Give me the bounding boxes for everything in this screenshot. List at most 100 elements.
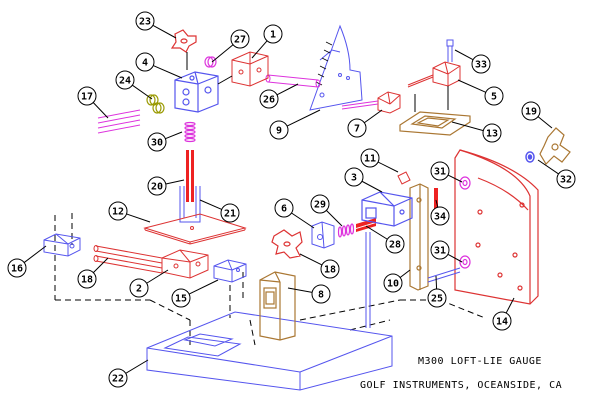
callout-circle-c25 [427, 288, 447, 308]
callout-circle-c13 [482, 123, 502, 143]
leader-c10 [399, 269, 411, 278]
leader-c32 [537, 159, 559, 175]
callout-number-c6: 6 [281, 204, 287, 215]
block-1 [231, 51, 269, 87]
callout-circle-c18a [77, 269, 97, 289]
spring-30 [184, 121, 196, 143]
callout-circle-c17 [77, 86, 97, 106]
rod-28 [356, 218, 376, 232]
callout-circle-c28 [385, 234, 405, 254]
callout-number-c9: 9 [276, 126, 282, 137]
block-2 [161, 249, 209, 279]
leader-c31b [447, 253, 463, 263]
bushing-31a [459, 176, 471, 190]
bushings-24 [146, 94, 165, 114]
callout-circle-c18b [320, 259, 340, 279]
leader-c9 [286, 109, 321, 127]
callout-circle-c5 [484, 86, 504, 106]
callout-circle-c1 [263, 24, 283, 44]
leader-c14 [505, 297, 515, 314]
callout-number-c1: 1 [270, 30, 276, 41]
callout-number-c12: 12 [112, 207, 124, 218]
callout-number-c32: 32 [560, 175, 572, 186]
leader-c18b [299, 253, 323, 266]
callout-number-c28: 28 [389, 240, 401, 251]
pin-25 [427, 267, 461, 283]
callout-number-c13: 13 [486, 129, 498, 140]
leader-c17 [92, 102, 109, 119]
leader-c16 [23, 245, 47, 263]
callout-circle-c7 [347, 118, 367, 138]
callout-circle-c24 [115, 70, 135, 90]
leader-c18a [93, 257, 109, 273]
plate-14 [454, 149, 539, 305]
leader-c1 [251, 40, 268, 59]
leader-c11 [377, 161, 399, 173]
washer-32 [525, 151, 535, 163]
block-7 [377, 91, 401, 114]
leader-c28 [365, 225, 388, 240]
protractor-9 [309, 24, 363, 111]
pins-17 [97, 109, 141, 134]
leader-c20 [165, 179, 185, 185]
block-3 [361, 191, 413, 227]
callout-circle-c11 [360, 148, 380, 168]
callout-circle-c23 [135, 11, 155, 31]
piece-11 [397, 171, 411, 185]
spring-29 [337, 223, 355, 238]
callout-number-c19: 19 [525, 107, 537, 118]
leader-c12 [126, 213, 151, 223]
callout-circle-c16 [7, 258, 27, 278]
callout-number-c4: 4 [142, 58, 148, 69]
leader-c15 [188, 279, 219, 295]
leader-c34 [435, 199, 439, 208]
pointer-pin [341, 100, 379, 110]
callout-number-c3: 3 [351, 173, 357, 184]
callout-circle-c29 [310, 194, 330, 214]
callout-circle-c33 [471, 54, 491, 74]
callout-number-c11: 11 [364, 154, 376, 165]
leader-c31a [447, 174, 463, 183]
rod-vertical [365, 232, 371, 328]
dashed-guide-lines [54, 213, 486, 346]
rod-20 [186, 150, 194, 202]
fork-21 [179, 186, 201, 223]
callout-number-c10: 10 [387, 279, 399, 290]
dashed-4-to-1 [217, 75, 233, 85]
block-16 [43, 233, 81, 257]
callout-leader-lines [23, 24, 559, 374]
block-5 [407, 61, 461, 88]
callout-number-c7: 7 [354, 124, 360, 135]
callout-number-c18a: 18 [81, 275, 93, 286]
callout-number-c27: 27 [234, 35, 246, 46]
callout-number-c23: 23 [139, 17, 151, 28]
callout-number-c20: 20 [151, 182, 163, 193]
screw-34 [434, 188, 438, 218]
callout-circle-c31a [430, 161, 450, 181]
callout-number-c16: 16 [11, 264, 23, 275]
callout-number-c22: 22 [112, 374, 124, 385]
callout-number-c31b: 31 [434, 246, 446, 257]
callout-circle-c12 [108, 201, 128, 221]
callout-number-c30: 30 [151, 138, 163, 149]
base-13 [399, 111, 471, 136]
dashed-5-to-13 [414, 86, 449, 112]
pins-18 [93, 245, 163, 274]
callout-circle-c19 [521, 101, 541, 121]
knob-19 [539, 127, 571, 165]
leader-c22 [125, 359, 149, 374]
callout-circle-c3 [344, 167, 364, 187]
leader-c24 [132, 84, 153, 100]
base-plate-22 [146, 311, 393, 391]
screw-33 [446, 39, 454, 62]
callout-number-c2: 2 [136, 284, 142, 295]
callout-circle-c34 [430, 206, 450, 226]
leader-c21 [199, 199, 222, 210]
leader-c29 [326, 210, 343, 227]
block-8 [259, 271, 296, 341]
callout-circle-c6 [274, 198, 294, 218]
callout-circle-c8 [311, 284, 331, 304]
plate-12 [143, 213, 247, 245]
leader-c7 [364, 109, 383, 124]
